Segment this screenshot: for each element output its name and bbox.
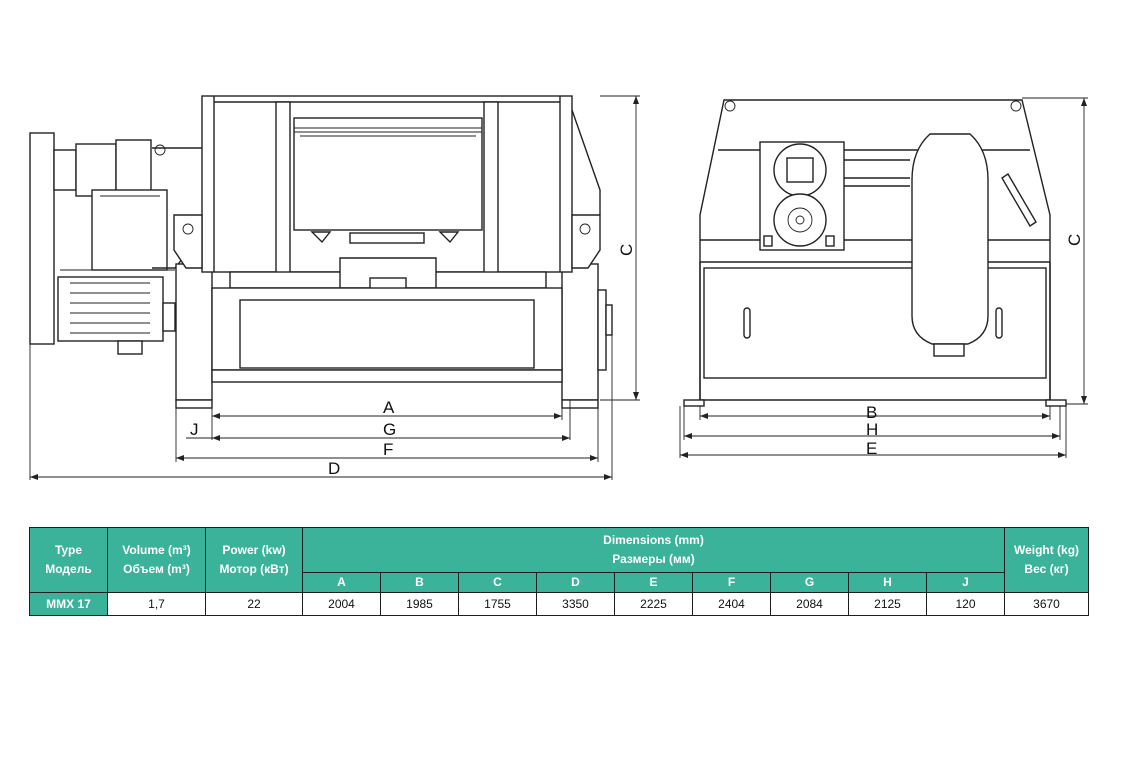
dim-cell-d: 3350 [536, 592, 615, 616]
mixer-technical-drawing: A G J F D C [29, 95, 1088, 480]
table-row: MMX 17 1,7 22 2004 1985 1755 3350 2225 2… [29, 592, 1090, 616]
dim-cell-f: 2404 [692, 592, 771, 616]
dim-label-g: G [383, 420, 396, 439]
dim-col-j: J [925, 572, 1006, 593]
weight-cell: 3670 [1004, 592, 1090, 616]
dim-label-j: J [190, 420, 199, 439]
power-cell: 22 [205, 592, 303, 616]
front-view [29, 95, 613, 409]
dim-col-h: H [848, 572, 927, 593]
dim-label-h: H [866, 420, 878, 439]
dim-col-e: E [614, 572, 693, 593]
weight-header: Weight (kg)Вес (кг) [1004, 527, 1090, 593]
dim-col-d: D [536, 572, 615, 593]
dim-label-f: F [383, 440, 393, 459]
dim-label-c-side: C [1065, 234, 1084, 246]
dim-label-c-front: C [617, 244, 636, 256]
dim-label-d: D [328, 459, 340, 478]
side-view [683, 99, 1067, 407]
dim-cell-j: 120 [925, 592, 1006, 616]
power-header: Power (kw)Мотор (кВт) [205, 527, 303, 593]
dim-col-a: A [302, 572, 381, 593]
dim-col-f: F [692, 572, 771, 593]
dim-cell-h: 2125 [848, 592, 927, 616]
dim-label-a: A [383, 398, 395, 417]
dim-col-g: G [770, 572, 849, 593]
dimensions-header: Dimensions (mm)Размеры (мм) [301, 527, 1006, 573]
dim-label-b: B [866, 403, 877, 422]
dim-label-e: E [866, 439, 877, 458]
dim-cell-c: 1755 [458, 592, 537, 616]
dim-cell-a: 2004 [302, 592, 381, 616]
dim-cell-e: 2225 [614, 592, 693, 616]
dim-cell-b: 1985 [380, 592, 459, 616]
front-view-dimensions: A G J F D C [29, 95, 640, 480]
model-cell: MMX 17 [29, 592, 108, 616]
volume-cell: 1,7 [107, 592, 206, 616]
dim-cell-g: 2084 [770, 592, 849, 616]
side-view-dimensions: B H E C [679, 97, 1088, 458]
dim-col-b: B [380, 572, 459, 593]
volume-header: Volume (m³)Объем (m³) [107, 527, 206, 593]
dim-col-c: C [458, 572, 537, 593]
